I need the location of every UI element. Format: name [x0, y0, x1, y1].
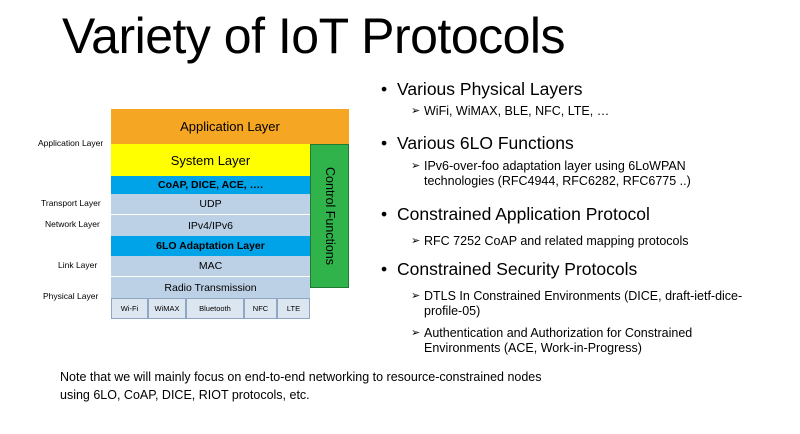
bullet-icon: • [381, 259, 388, 279]
sixlo-layer-block: 6LO Adaptation Layer [111, 236, 310, 256]
control-functions-block: Control Functions [310, 144, 349, 288]
arrow-icon: ➢ [411, 327, 421, 339]
radio-layer-label: Radio Transmission [164, 281, 257, 294]
mac-layer-block: MAC [111, 256, 310, 277]
arrow-icon: ➢ [411, 160, 421, 172]
application-layer-label: Application Layer [180, 119, 280, 134]
side-label-transport: Transport Layer [41, 198, 101, 208]
coap-layer-label: CoAP, DICE, ACE, …. [157, 179, 263, 191]
physical-wimax: WiMAX [148, 298, 186, 319]
side-label-link: Link Layer [58, 260, 98, 270]
sub-bullet-text: DTLS In Constrained Environments (DICE, … [424, 289, 743, 318]
control-functions-label: Control Functions [322, 167, 337, 265]
side-label-network: Network Layer [45, 219, 100, 229]
physical-wifi: Wi-Fi [111, 298, 148, 319]
sub-bullet-6lo: ➢IPv6-over-foo adaptation layer using 6L… [411, 159, 746, 189]
bullet-text: Constrained Application Protocol [397, 204, 650, 224]
sub-bullet-dice: ➢DTLS In Constrained Environments (DICE,… [411, 289, 751, 319]
sub-bullet-ace: ➢Authentication and Authorization for Co… [411, 326, 766, 356]
sub-bullet-physical: ➢WiFi, WiMAX, BLE, NFC, LTE, … [411, 104, 741, 119]
bullet-text: Various Physical Layers [397, 79, 583, 99]
bullet-icon: • [381, 79, 388, 99]
application-layer-block: Application Layer [111, 109, 349, 144]
bullet-text: Various 6LO Functions [397, 133, 574, 153]
radio-layer-block: Radio Transmission [111, 277, 310, 298]
side-label-physical: Physical Layer [43, 291, 99, 301]
bullet-coap: • Constrained Application Protocol [381, 204, 650, 225]
physical-bluetooth: Bluetooth [186, 298, 244, 319]
footnote-line-2: using 6LO, CoAP, DICE, RIOT protocols, e… [60, 387, 310, 402]
arrow-icon: ➢ [411, 235, 421, 247]
arrow-icon: ➢ [411, 105, 421, 117]
physical-nfc: NFC [244, 298, 277, 319]
system-layer-block: System Layer [111, 144, 310, 176]
mac-layer-label: MAC [198, 260, 223, 272]
bullet-text: Constrained Security Protocols [397, 259, 638, 279]
slide-title: Variety of IoT Protocols [62, 8, 566, 64]
coap-layer-block: CoAP, DICE, ACE, …. [111, 176, 310, 194]
bullet-icon: • [381, 133, 388, 153]
system-layer-label: System Layer [170, 152, 251, 168]
footnote: Note that we will mainly focus on end-to… [60, 369, 542, 404]
sixlo-layer-label: 6LO Adaptation Layer [156, 240, 265, 252]
bullet-icon: • [381, 204, 388, 224]
sub-bullet-text: WiFi, WiMAX, BLE, NFC, LTE, … [424, 104, 610, 118]
arrow-icon: ➢ [411, 290, 421, 302]
sub-bullet-text: Authentication and Authorization for Con… [424, 326, 693, 355]
sub-bullet-coap: ➢RFC 7252 CoAP and related mapping proto… [411, 234, 761, 249]
bullet-security: • Constrained Security Protocols [381, 259, 637, 280]
udp-layer-block: UDP [111, 194, 310, 215]
sub-bullet-text: RFC 7252 CoAP and related mapping protoc… [424, 234, 689, 248]
side-label-application: Application Layer [38, 138, 104, 148]
sub-bullet-text: IPv6-over-foo adaptation layer using 6Lo… [424, 159, 691, 188]
physical-lte: LTE [277, 298, 310, 319]
footnote-line-1: Note that we will mainly focus on end-to… [60, 370, 542, 384]
ip-layer-block: IPv4/IPv6 [111, 215, 310, 236]
bullet-6lo-functions: • Various 6LO Functions [381, 133, 574, 154]
bullet-physical-layers: • Various Physical Layers [381, 79, 582, 100]
ip-layer-label: IPv4/IPv6 [188, 219, 233, 232]
udp-layer-label: UDP [199, 198, 222, 210]
